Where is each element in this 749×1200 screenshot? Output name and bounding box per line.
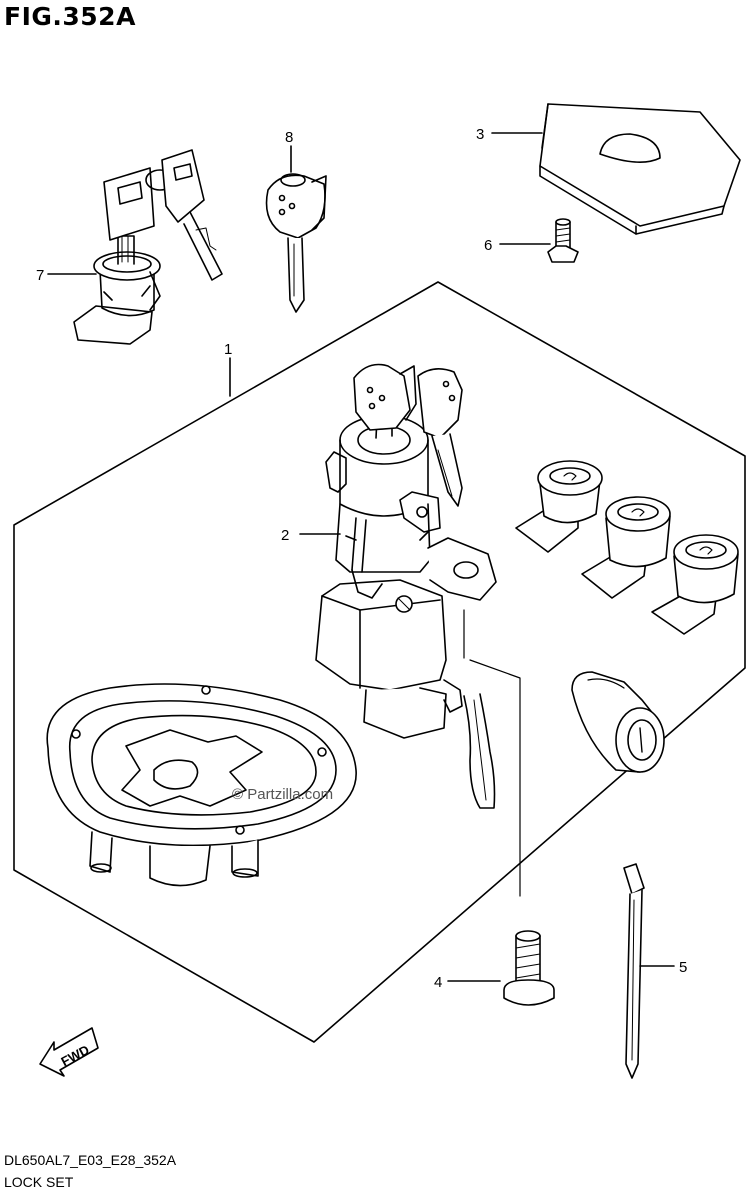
cable-tie-part[interactable] bbox=[623, 863, 645, 1079]
callout-5: 5 bbox=[639, 959, 687, 976]
key-part[interactable] bbox=[265, 173, 327, 313]
svg-text:3: 3 bbox=[476, 126, 484, 143]
callout-1: 1 bbox=[224, 341, 232, 397]
cover-part[interactable] bbox=[539, 103, 741, 235]
kit-boundary bbox=[13, 281, 746, 1043]
callout-3: 3 bbox=[476, 126, 543, 143]
callout-8: 8 bbox=[285, 129, 293, 173]
lock-cylinder-lower[interactable] bbox=[651, 534, 739, 635]
seat-lock-cylinder-part[interactable] bbox=[73, 149, 223, 345]
watermark: © Partzilla.com bbox=[232, 786, 333, 803]
fuel-tank-cap-part[interactable] bbox=[46, 683, 357, 887]
svg-text:2: 2 bbox=[281, 527, 289, 544]
svg-text:7: 7 bbox=[36, 267, 44, 284]
callout-4: 4 bbox=[434, 974, 501, 991]
callout-6: 6 bbox=[484, 237, 551, 254]
svg-text:1: 1 bbox=[224, 341, 232, 358]
lock-cylinder-side[interactable] bbox=[571, 671, 665, 773]
svg-text:4: 4 bbox=[434, 974, 442, 991]
lock-cylinder-middle[interactable] bbox=[581, 496, 671, 599]
screw-part[interactable] bbox=[547, 218, 579, 263]
svg-text:8: 8 bbox=[285, 129, 293, 146]
svg-text:5: 5 bbox=[679, 959, 687, 976]
bolt-part[interactable] bbox=[503, 930, 555, 1006]
figure-name: LOCK SET bbox=[4, 1174, 74, 1190]
lock-cylinder-upper[interactable] bbox=[515, 460, 603, 553]
svg-text:6: 6 bbox=[484, 237, 492, 254]
callout-7: 7 bbox=[36, 267, 97, 284]
fwd-arrow-icon: FWD bbox=[39, 1027, 99, 1077]
figure-title: FIG.352A bbox=[4, 2, 136, 31]
callout-2: 2 bbox=[281, 527, 341, 544]
ignition-switch-part[interactable] bbox=[315, 363, 521, 897]
figure-code: DL650AL7_E03_E28_352A bbox=[4, 1152, 177, 1168]
